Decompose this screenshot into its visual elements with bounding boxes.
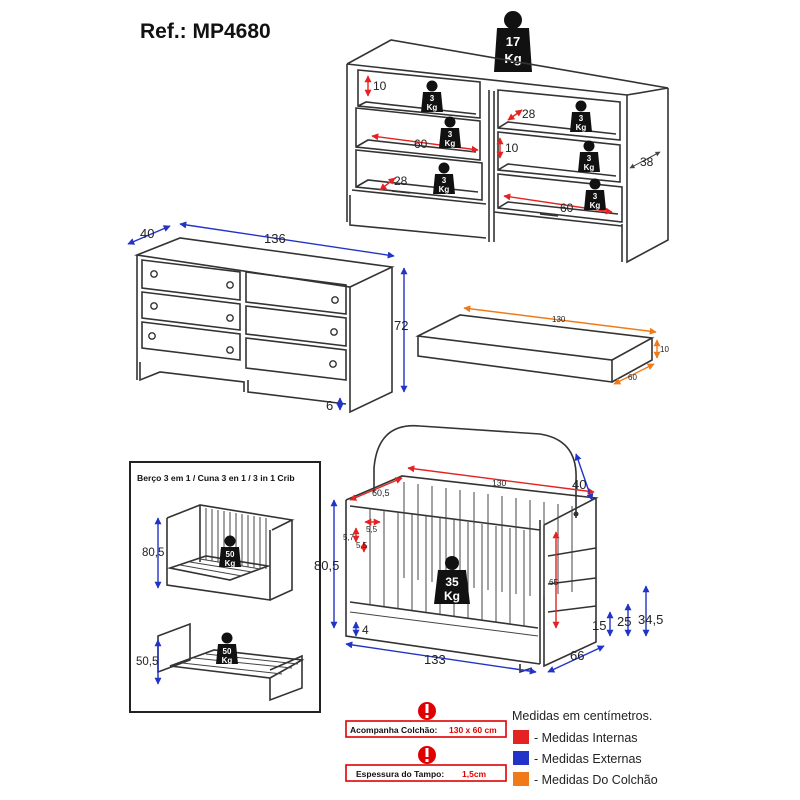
top-weight-icon bbox=[494, 11, 532, 72]
drawer-weight-d-value: 3 bbox=[587, 154, 592, 163]
drawer-weight-c-unit: Kg bbox=[445, 139, 456, 148]
closed-dresser-drawing bbox=[133, 237, 395, 414]
crib-width-label: 133 bbox=[424, 652, 446, 667]
top-notice-label: Espessura do Tampo: bbox=[356, 769, 444, 779]
drawer-weight-b-value: 3 bbox=[579, 114, 584, 123]
drawer-weight-e-value: 3 bbox=[442, 176, 447, 185]
inset-sofa-drawing bbox=[166, 504, 295, 601]
drawer-weight-e-unit: Kg bbox=[439, 185, 450, 194]
crib-weight-value: 35 bbox=[445, 575, 459, 589]
drawer-width-label-b: 60 bbox=[560, 201, 574, 215]
top-alert-icon bbox=[418, 746, 436, 764]
inset-sofa-weight-value: 50 bbox=[226, 550, 235, 559]
legend-item-mattress: - Medidas Do Colchão bbox=[534, 773, 658, 787]
mattress-notice-value: 130 x 60 cm bbox=[449, 725, 497, 735]
drawer-depth-label-b: 28 bbox=[522, 107, 536, 121]
top-notice-box bbox=[345, 764, 507, 782]
drawer-depth-label-a: 28 bbox=[394, 174, 408, 188]
crib-headboard-line bbox=[574, 453, 594, 501]
drawer-weight-a-value: 3 bbox=[430, 94, 435, 103]
crib-inner-width-label: 130 bbox=[492, 478, 506, 488]
page-title: Ref.: MP4680 bbox=[140, 20, 271, 43]
dresser-width-label: 136 bbox=[264, 231, 286, 246]
inset-bed-height-label: 50,5 bbox=[136, 656, 158, 668]
dresser-side-depth-label: 38 bbox=[640, 155, 654, 169]
mattress-notice-label: Acompanha Colchão: bbox=[350, 725, 438, 735]
legend-swatch-mattress bbox=[513, 772, 529, 786]
inset-sofa-weight-unit: Kg bbox=[225, 559, 236, 568]
crib-level-2-label: 25 bbox=[617, 614, 631, 629]
crib-width-line bbox=[345, 641, 537, 675]
mattress-alert-icon bbox=[418, 702, 436, 720]
top-notice-value: 1,5cm bbox=[462, 769, 487, 779]
drawer-weight-b-unit: Kg bbox=[576, 123, 587, 132]
legend-item-external: - Medidas Externas bbox=[534, 752, 642, 766]
dresser-base-label: 6 bbox=[326, 398, 333, 413]
legend-swatch-external bbox=[513, 751, 529, 765]
crib-slat-c-label: 5,5 bbox=[356, 541, 368, 550]
dresser-depth-label: 40 bbox=[140, 226, 154, 241]
mattress-depth-line bbox=[613, 363, 655, 385]
crib-base-label: 4 bbox=[362, 623, 369, 637]
drawer-height-label-b: 10 bbox=[505, 141, 519, 155]
mattress-notice-box bbox=[345, 720, 507, 738]
dresser-depth-line bbox=[127, 225, 171, 245]
top-weight-unit: Kg bbox=[504, 51, 521, 66]
crib-slat-b-label: 5,5 bbox=[366, 525, 378, 534]
crib-inner-depth-label: 60,5 bbox=[372, 488, 390, 498]
mattress-drawing bbox=[415, 314, 655, 383]
legend-heading: Medidas em centímetros. bbox=[512, 709, 652, 723]
drawer-depth-line-b bbox=[507, 109, 523, 121]
legend-swatch-internal bbox=[513, 730, 529, 744]
crib-rail-label: 65 bbox=[549, 578, 558, 587]
drawer-height-label: 10 bbox=[373, 79, 387, 93]
drawer-width-label-a: 60 bbox=[414, 137, 428, 151]
legend-item-internal: - Medidas Internas bbox=[534, 731, 638, 745]
crib-height-label: 80,5 bbox=[314, 558, 339, 573]
crib-drawing bbox=[345, 424, 599, 674]
crib-weight-icon bbox=[434, 556, 470, 604]
drawer-weight-a-unit: Kg bbox=[427, 103, 438, 112]
mattress-width-label: 130 bbox=[552, 315, 566, 324]
crib-headboard-label: 40 bbox=[572, 477, 586, 492]
mattress-height-label: 10 bbox=[660, 345, 669, 354]
crib-level-3-label: 34,5 bbox=[638, 612, 663, 627]
crib-weight-unit: Kg bbox=[444, 589, 460, 603]
mattress-width-line bbox=[463, 305, 657, 335]
mattress-depth-label: 60 bbox=[628, 373, 637, 382]
inset-title: Berço 3 em 1 / Cuna 3 en 1 / 3 in 1 Crib bbox=[137, 473, 295, 483]
inset-bed-weight-value: 50 bbox=[223, 647, 232, 656]
drawer-weight-f-value: 3 bbox=[593, 192, 598, 201]
crib-depth-label: 66 bbox=[570, 648, 584, 663]
drawer-weight-d-unit: Kg bbox=[584, 163, 595, 172]
crib-level-1-label: 15 bbox=[592, 618, 606, 633]
inset-sofa-height-label: 80,5 bbox=[142, 547, 164, 559]
dresser-height-label: 72 bbox=[394, 318, 408, 333]
dresser-width-line bbox=[179, 221, 395, 259]
top-weight-value: 17 bbox=[506, 34, 520, 49]
drawer-weight-f-unit: Kg bbox=[590, 201, 601, 210]
crib-slat-a-label: 5,7 bbox=[343, 533, 355, 542]
drawer-depth-line-a bbox=[379, 177, 396, 191]
inset-bed-weight-unit: Kg bbox=[222, 656, 233, 665]
drawer-weight-c-value: 3 bbox=[448, 130, 453, 139]
dresser-side-depth-line bbox=[629, 151, 661, 169]
crib-inner-width-line bbox=[407, 465, 595, 495]
crib-inner-depth-line bbox=[349, 477, 403, 501]
crib-depth-line bbox=[547, 645, 605, 673]
